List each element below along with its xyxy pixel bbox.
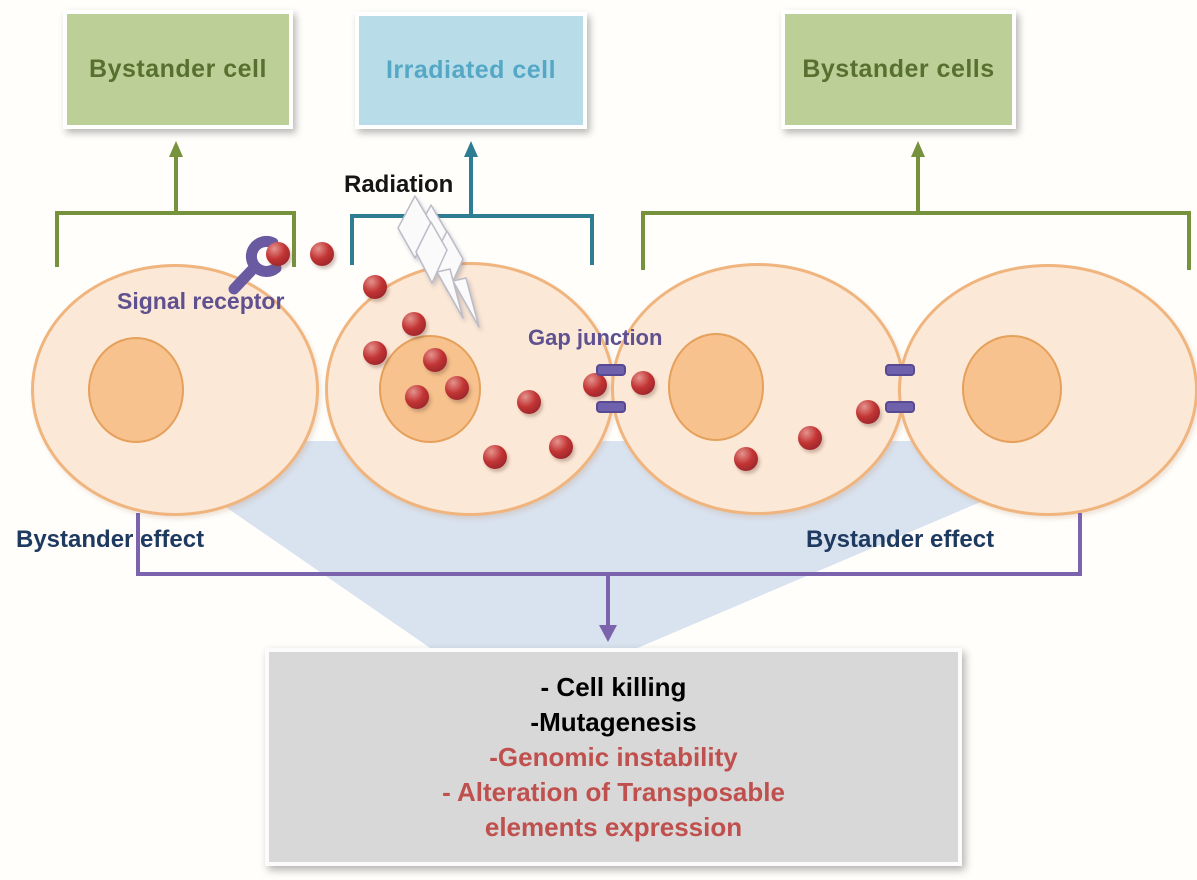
bystander-cell-right-2-nucleus bbox=[962, 335, 1062, 443]
signal-molecule bbox=[423, 348, 447, 372]
arrowhead-bystander-right bbox=[911, 141, 925, 157]
signal-molecule bbox=[856, 400, 880, 424]
arrowhead-bystander-left bbox=[169, 141, 183, 157]
signal-molecule bbox=[631, 371, 655, 395]
signal-molecule bbox=[363, 275, 387, 299]
signal-molecule bbox=[363, 341, 387, 365]
signal-molecule bbox=[517, 390, 541, 414]
gap-junction-bar bbox=[885, 401, 915, 413]
signal-molecule bbox=[798, 426, 822, 450]
bystander-cell-left-nucleus bbox=[88, 337, 184, 443]
signal-molecule bbox=[402, 312, 426, 336]
arrowhead-irradiated bbox=[464, 141, 478, 157]
lightning-bolt-icon bbox=[397, 195, 480, 328]
bracket-irradiated bbox=[350, 214, 594, 265]
signal-molecule bbox=[405, 385, 429, 409]
arrowhead-to-results bbox=[599, 625, 617, 642]
signal-molecule bbox=[734, 447, 758, 471]
signal-molecule bbox=[445, 376, 469, 400]
signal-molecule bbox=[583, 373, 607, 397]
signal-receptor-icon bbox=[228, 235, 282, 295]
signal-molecule bbox=[266, 242, 290, 266]
signal-molecule bbox=[483, 445, 507, 469]
signal-molecule bbox=[549, 435, 573, 459]
bystander-cell-right-1-nucleus bbox=[668, 333, 764, 441]
bracket-bystander-left bbox=[55, 211, 296, 267]
bystander-cell-left bbox=[31, 264, 319, 516]
signal-molecule bbox=[310, 242, 334, 266]
bracket-bystander-right bbox=[641, 211, 1191, 270]
gap-junction-bar bbox=[596, 364, 626, 376]
gap-junction-bar bbox=[885, 364, 915, 376]
gap-junction-bar bbox=[596, 401, 626, 413]
funnel-shape bbox=[130, 441, 1124, 652]
